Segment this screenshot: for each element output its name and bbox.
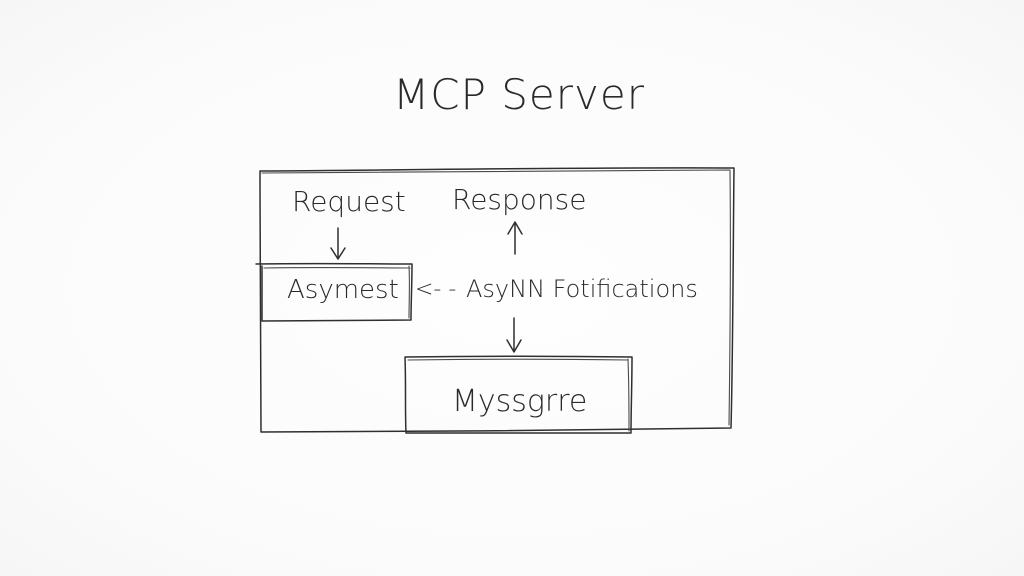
server-outer-box — [259, 167, 735, 433]
response-arrow-up — [507, 221, 523, 255]
request-label: Request — [292, 185, 406, 218]
bottom-box-echo — [407, 358, 630, 432]
left-box — [255, 262, 413, 322]
bottom-box — [404, 355, 633, 434]
notifications-arrow-left: <- - — [415, 277, 457, 302]
notifications-arrow-down — [506, 317, 522, 353]
diagram-title: MCP Server — [393, 70, 645, 119]
left-box-echo — [263, 265, 411, 319]
bottom-box-label: Myssgrre — [452, 384, 588, 419]
response-label: Response — [452, 183, 587, 216]
server-outer-box-echo — [261, 169, 731, 426]
request-arrow-down — [330, 227, 346, 260]
notifications-label: AsyNN Fotifications — [466, 275, 698, 303]
left-box-label: Asymest — [287, 275, 399, 305]
